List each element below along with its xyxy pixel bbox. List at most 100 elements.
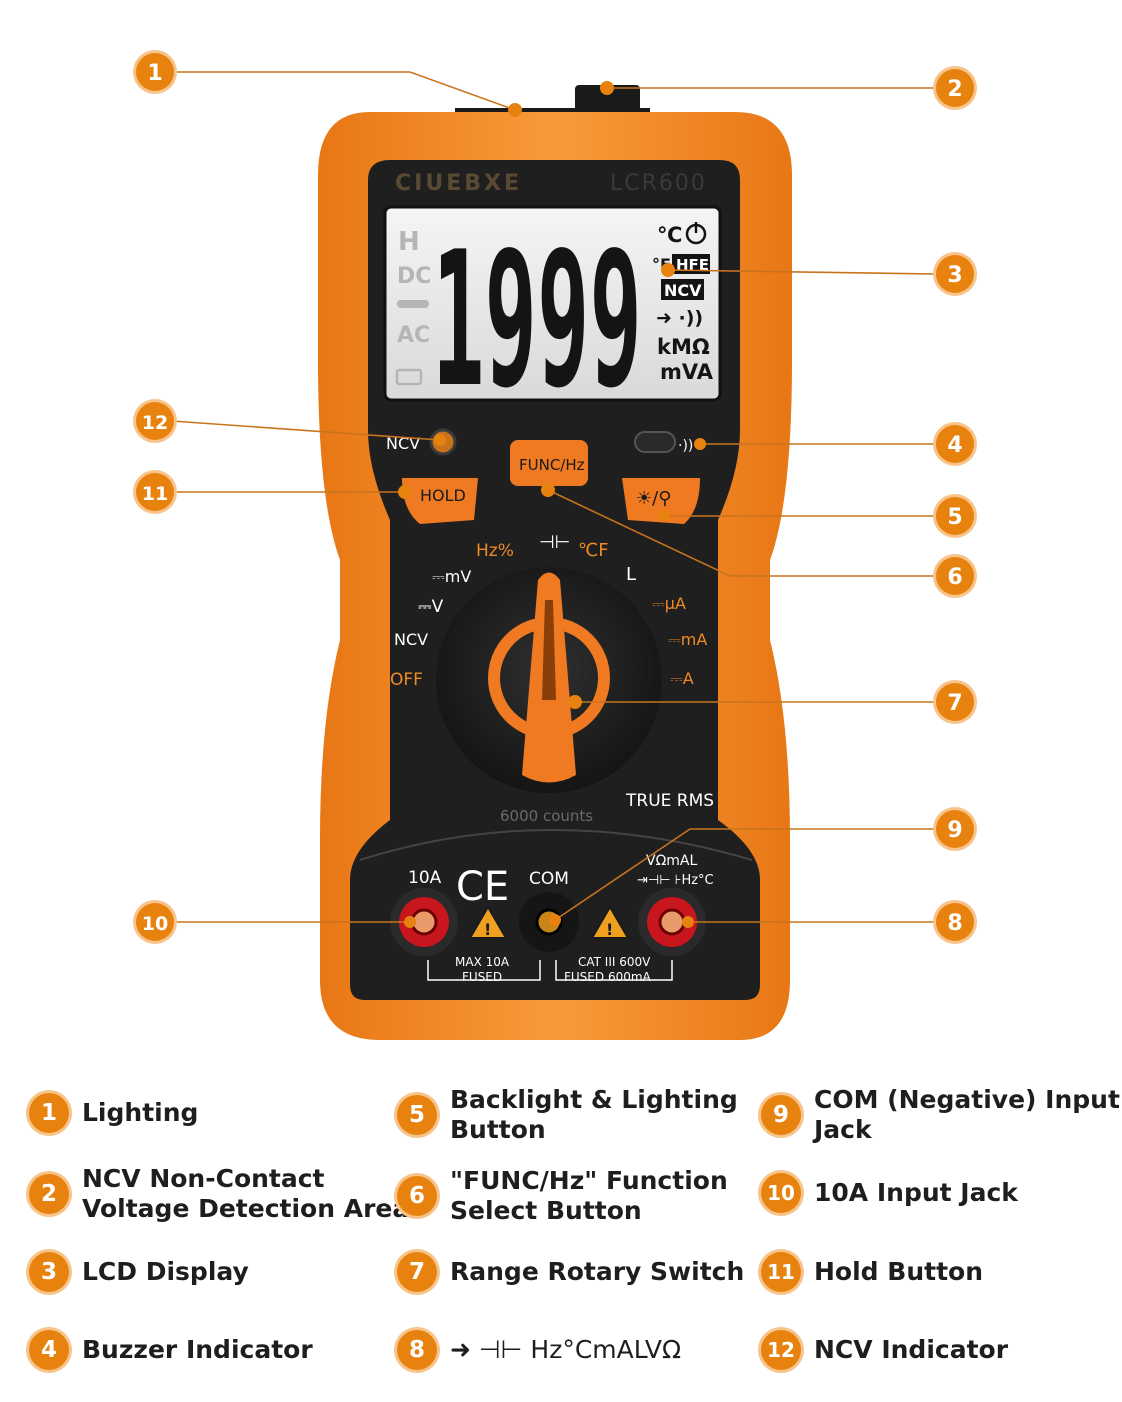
- callout-2: 2: [933, 66, 977, 110]
- cat-line2: FUSED 600mA: [564, 970, 652, 984]
- dial-ncv: NCV: [394, 630, 428, 649]
- max10a-line1: MAX 10A: [455, 955, 510, 969]
- lcd-ncv-box: [661, 279, 704, 300]
- callout-number: 5: [947, 505, 962, 530]
- dial-ma: ⎓mA: [668, 630, 707, 649]
- callout-10: 10: [133, 900, 177, 944]
- callout-11: 11: [133, 470, 177, 514]
- warning-icon-left: [468, 905, 508, 939]
- counts-label: 6000 counts: [500, 807, 593, 825]
- legend-line: Select Button: [450, 1196, 642, 1225]
- callout-number: 7: [947, 691, 962, 716]
- legend-line: Voltage Detection Area: [82, 1194, 410, 1223]
- legend-line: Lighting: [82, 1098, 199, 1127]
- jack-panel-divider: [359, 829, 753, 861]
- callout-number: 2: [947, 77, 962, 102]
- lcd-reading: 1999: [432, 211, 642, 428]
- lcd-ac-symbol: AC: [397, 323, 430, 348]
- lcd-celsius: ℃: [657, 223, 682, 247]
- callout-3: 3: [933, 252, 977, 296]
- warning-icon-right: [590, 905, 630, 939]
- jack-vomal-label: VΩmAL: [646, 853, 697, 869]
- legend-item-4: 4 Buzzer Indicator: [29, 1330, 313, 1370]
- legend-text-10: 10A Input Jack: [814, 1178, 1018, 1208]
- ce-mark: CE: [456, 864, 509, 910]
- dot-8: [682, 916, 694, 928]
- leader-lines: [170, 71, 937, 923]
- backlight-lighting-button[interactable]: [622, 478, 700, 524]
- callout-12: 12: [133, 399, 177, 443]
- legend-num-2: 2: [29, 1174, 69, 1214]
- func-hz-button[interactable]: [510, 440, 588, 486]
- callout-circle: [136, 903, 174, 941]
- legend-line: NCV Indicator: [814, 1335, 1009, 1364]
- legend-item-7: 7 Range Rotary Switch: [397, 1252, 744, 1292]
- dot-3: [661, 263, 675, 277]
- legend-line: Button: [450, 1115, 546, 1144]
- dot-1: [508, 103, 522, 117]
- lcd-diode-continuity: ➜ ·)): [656, 307, 703, 329]
- legend-num-11: 11: [761, 1252, 801, 1292]
- dial-cap-icon: ⊣⊢: [539, 532, 570, 553]
- legend-line: Hold Button: [814, 1257, 983, 1286]
- leader-1: [170, 71, 516, 111]
- model-label: LCR600: [610, 171, 707, 196]
- rotary-switch-pointer-groove: [542, 600, 556, 700]
- legend-line: COM (Negative) Input: [814, 1085, 1120, 1114]
- callout-7: 7: [933, 680, 977, 724]
- callout-number: 6: [947, 565, 962, 590]
- dot-10: [404, 916, 416, 928]
- callout-4: 4: [933, 422, 977, 466]
- callout-circle: [136, 402, 174, 440]
- lcd-hold-symbol: H: [398, 227, 420, 257]
- max10a-line2: FUSED: [462, 970, 502, 984]
- legend-num-8: 8: [397, 1330, 437, 1370]
- legend-text-7: Range Rotary Switch: [450, 1257, 744, 1287]
- hold-button[interactable]: [402, 478, 478, 524]
- legend-line: Range Rotary Switch: [450, 1257, 745, 1286]
- fuse-bracket-right: [555, 960, 673, 981]
- callout-circle: [936, 69, 974, 107]
- callout-1: 1: [133, 50, 177, 94]
- buzzer-icon: ·)): [678, 438, 693, 454]
- lcd-dc-symbol: DC: [397, 264, 431, 289]
- legend-num-12: 12: [761, 1330, 801, 1370]
- cat-line1: CAT III 600V: [578, 955, 651, 969]
- callout-number: 11: [142, 483, 168, 505]
- legend-item-11: 11 Hold Button: [761, 1252, 983, 1292]
- warning-icon-right-mark: !: [606, 920, 613, 939]
- legend-num-3: 3: [29, 1252, 69, 1292]
- dial-a: ⎓A: [670, 669, 694, 688]
- legend-text-1: Lighting: [82, 1098, 198, 1128]
- legend-line: 10A Input Jack: [814, 1178, 1018, 1207]
- dial-l: L: [626, 564, 636, 585]
- dot-9: [549, 914, 561, 926]
- callout-9: 9: [933, 807, 977, 851]
- jack-com-label: COM: [529, 869, 569, 889]
- dial-ua: ⎓µA: [652, 594, 686, 613]
- dial-temp: ℃F: [578, 540, 609, 561]
- legend-text-4: Buzzer Indicator: [82, 1335, 313, 1365]
- legend-line: ➜ ⊣⊢ Hz°CmALVΩ: [450, 1335, 682, 1364]
- callout-circle: [936, 255, 974, 293]
- callout-circle: [936, 810, 974, 848]
- backlight-lighting-icon: ☀/⚲: [636, 488, 671, 509]
- lcd-hfe-box: [672, 254, 710, 274]
- lcd-minus-segment: [397, 300, 429, 308]
- fuse-bracket-left: [427, 960, 541, 981]
- dial-hz: Hz%: [476, 541, 514, 561]
- callout-circle: [936, 425, 974, 463]
- jack-vomal-hole: [658, 908, 686, 936]
- callout-circle: [136, 53, 174, 91]
- true-rms-label: TRUE RMS: [625, 791, 714, 811]
- legend-num-7: 7: [397, 1252, 437, 1292]
- brand-label: CIUEBXE: [395, 171, 522, 196]
- legend-num-4: 4: [29, 1330, 69, 1370]
- buzzer-grille: [634, 431, 676, 453]
- legend-line: Buzzer Indicator: [82, 1335, 313, 1364]
